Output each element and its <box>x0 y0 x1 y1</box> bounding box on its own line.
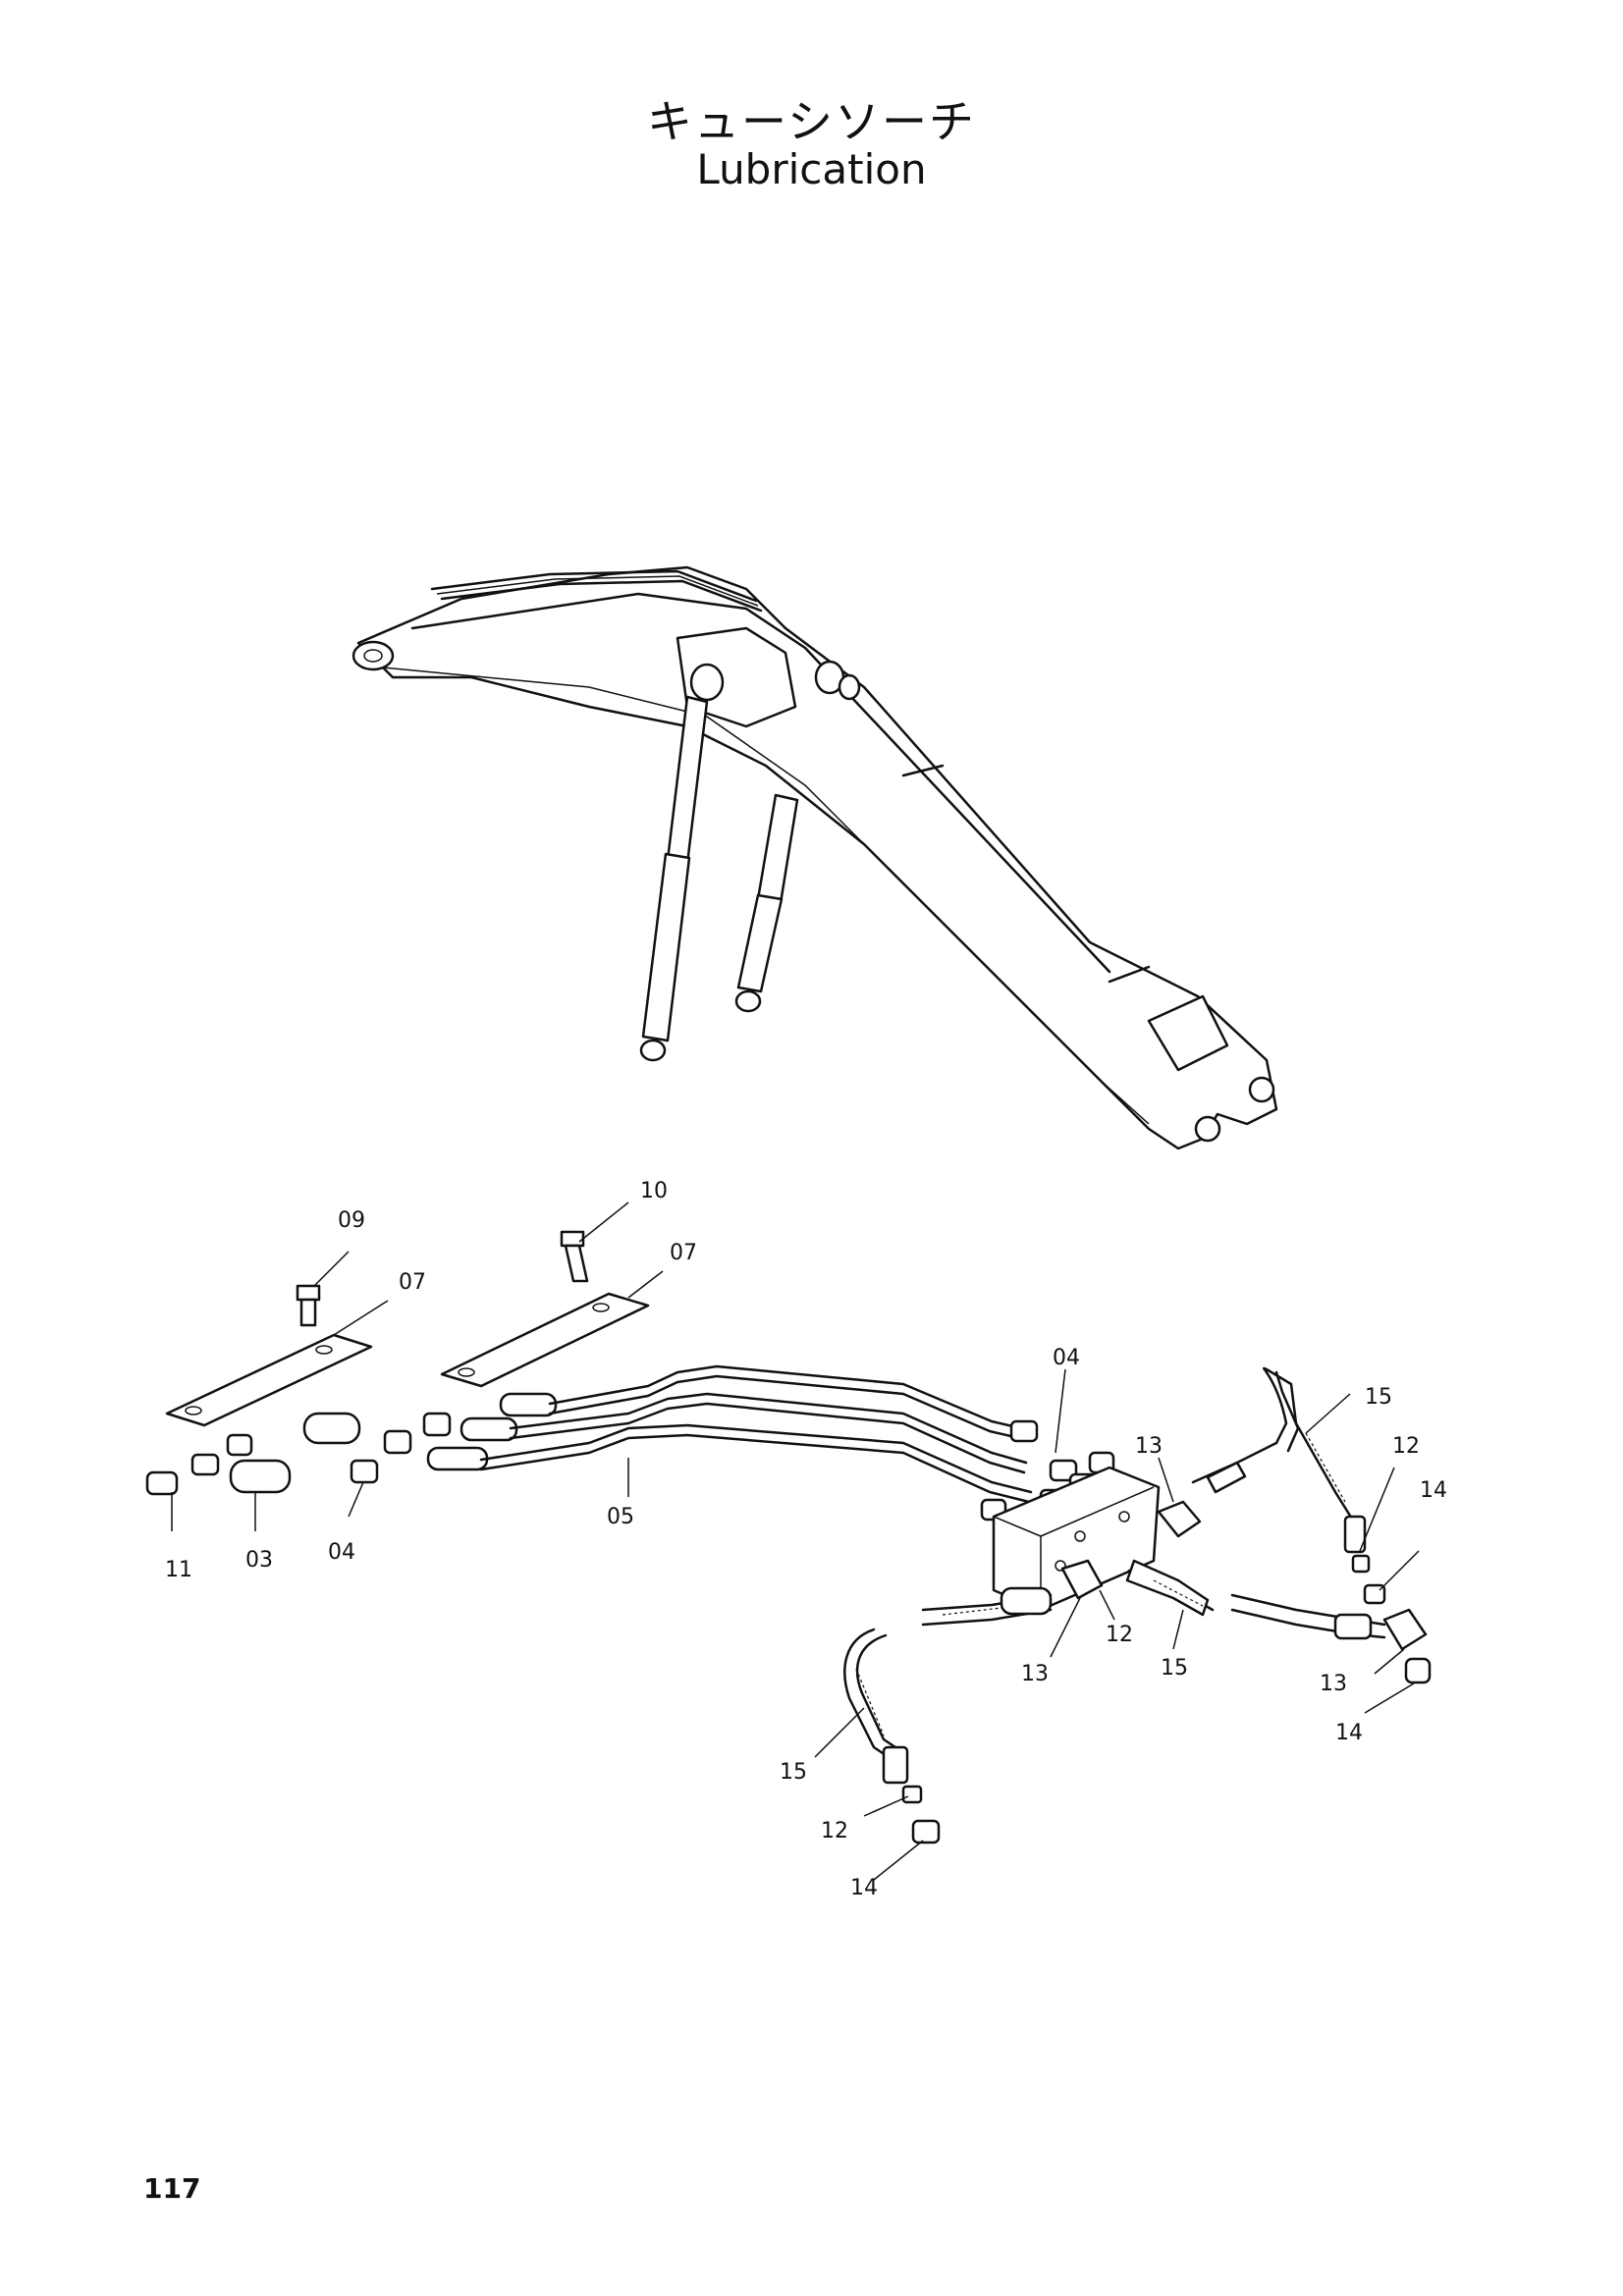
callout-13: 13 <box>1021 1662 1049 1686</box>
callout-04: 04 <box>328 1540 355 1565</box>
callout-12: 12 <box>821 1819 848 1843</box>
callout-04: 04 <box>1053 1346 1080 1370</box>
lubrication-parts-exploded-view <box>145 1201 1432 1881</box>
bolt-09 <box>296 1284 321 1327</box>
callout-14: 14 <box>850 1876 878 1900</box>
callout-05: 05 <box>607 1505 634 1529</box>
callout-15: 15 <box>780 1760 807 1785</box>
callout-15: 15 <box>1365 1385 1392 1410</box>
callout-07: 07 <box>399 1270 426 1295</box>
page-title: Lubrication <box>696 145 927 193</box>
page-title-japanese: キューシソーチ <box>646 95 977 148</box>
callout-03: 03 <box>245 1548 273 1573</box>
callout-09: 09 <box>338 1208 365 1233</box>
callout-11: 11 <box>165 1558 192 1582</box>
callout-13: 13 <box>1135 1434 1163 1459</box>
callout-14: 14 <box>1335 1721 1363 1745</box>
fitting-03 <box>229 1459 292 1494</box>
callout-12: 12 <box>1392 1434 1420 1459</box>
callout-14: 14 <box>1420 1478 1447 1503</box>
callout-12: 12 <box>1106 1623 1133 1647</box>
callout-07: 07 <box>670 1241 697 1265</box>
page-number: 117 <box>143 2172 201 2205</box>
callout-labels: 09 07 10 07 04 11 03 04 05 13 15 12 14 1… <box>165 1179 1447 1900</box>
boom-drawing <box>352 565 1278 1150</box>
callout-13: 13 <box>1320 1672 1347 1696</box>
callout-15: 15 <box>1161 1656 1188 1681</box>
callout-10: 10 <box>640 1179 668 1203</box>
